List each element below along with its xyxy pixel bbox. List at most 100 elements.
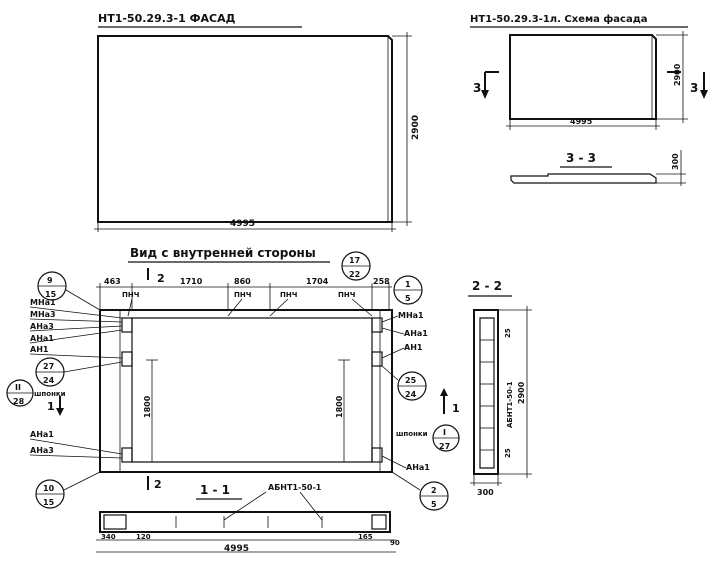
svg-text:25: 25 xyxy=(405,376,417,385)
inner-view-title: Вид с внутренней стороны xyxy=(130,246,316,260)
leader-line xyxy=(381,315,399,323)
scheme-cut-left-label: 3 xyxy=(473,81,481,95)
svg-text:5: 5 xyxy=(405,294,411,303)
arrow-up-icon xyxy=(440,388,448,396)
svg-text:22: 22 xyxy=(349,270,360,279)
cut-1-right-label: 1 xyxy=(452,402,460,415)
left-label-mna1: МНа1 xyxy=(30,298,56,307)
svg-text:24: 24 xyxy=(43,376,55,385)
callout-circle: 10 15 xyxy=(35,471,101,509)
leader-line xyxy=(29,325,123,332)
section-2-2-inner xyxy=(479,317,495,469)
svg-text:1: 1 xyxy=(405,280,411,289)
svg-text:10: 10 xyxy=(43,484,55,493)
pnch-leader xyxy=(351,298,373,317)
inner-dim-top-1: 463 xyxy=(104,277,121,286)
scheme-view: НТ1-50.29.3-1л. Схема фасада 4995 2900 3… xyxy=(470,13,708,130)
right-label-an1: АН1 xyxy=(404,343,423,352)
callout-circle: II 28 шпонки xyxy=(6,379,66,407)
callout-circle: 25 24 xyxy=(381,365,427,401)
left-bottom-label-ana3: АНа3 xyxy=(30,446,54,455)
svg-text:9: 9 xyxy=(47,276,53,285)
cut-2-top-label: 2 xyxy=(157,272,165,285)
callout-circle: 1 5 xyxy=(393,275,423,305)
facade-view: НТ1-50.29.3-1 ФАСАД 4995 2900 xyxy=(94,12,421,232)
pnch-label-2: ПНЧ xyxy=(234,291,252,299)
leader-line xyxy=(29,438,123,455)
section-3-3-title: 3 - 3 xyxy=(566,151,596,165)
inner-view: Вид с внутренней стороны 463 1710 860 17… xyxy=(6,246,460,511)
section-1-1-end-left xyxy=(103,514,127,530)
svg-text:28: 28 xyxy=(13,397,25,406)
svg-text:17: 17 xyxy=(349,256,360,265)
leader-line xyxy=(29,454,123,459)
section-1-1: 1 - 1 АБНТ1-50-1 340 120 165 90 4995 xyxy=(96,483,400,554)
right-label-mna1: МНа1 xyxy=(398,311,424,320)
callout-circle: I 27 xyxy=(432,424,460,452)
right-label-ana1: АНа1 xyxy=(404,329,428,338)
pocket-mid-right xyxy=(371,351,383,367)
svg-text:15: 15 xyxy=(45,290,57,299)
callout-circle: 17 22 xyxy=(341,251,371,281)
leader-line xyxy=(381,327,405,335)
section-1-1-dim-2: 120 xyxy=(136,533,151,541)
leader-line xyxy=(29,353,123,359)
cut-2-bottom-label: 2 xyxy=(154,478,162,491)
section-1-1-title: 1 - 1 xyxy=(200,483,230,497)
callout-circle: 27 24 xyxy=(35,357,123,387)
callout-circle: 2 5 xyxy=(391,471,449,511)
section-2-2-height-label: 2900 xyxy=(517,381,526,404)
leader-line xyxy=(29,318,123,323)
pnch-label-4: ПНЧ xyxy=(338,291,356,299)
section-2-2-label: АБНТ1-50-1 xyxy=(506,381,514,428)
facade-title: НТ1-50.29.3-1 ФАСАД xyxy=(98,12,236,25)
leader-line xyxy=(29,306,123,319)
section-1-1-dim-4: 90 xyxy=(390,539,400,547)
scheme-cut-right-label: 3 xyxy=(690,81,698,95)
section-3-3: 3 - 3 300 xyxy=(510,150,686,186)
cut-1-left-label: 1 xyxy=(47,400,55,413)
svg-text:I: I xyxy=(443,428,446,437)
left-label-ana3: АНа3 xyxy=(30,322,54,331)
scheme-height-label: 2900 xyxy=(673,63,682,86)
pocket-bottom-right xyxy=(371,447,383,463)
pnch-leader xyxy=(227,298,243,317)
left-label-an1: АН1 xyxy=(30,345,49,354)
inner-dim-top-2: 1710 xyxy=(180,277,203,286)
svg-text:5: 5 xyxy=(431,500,437,509)
pocket-bottom-left xyxy=(121,447,133,463)
svg-text:27: 27 xyxy=(43,362,54,371)
pocket-top-right xyxy=(371,317,383,333)
svg-text:27: 27 xyxy=(439,442,450,451)
leader-line xyxy=(381,455,407,469)
leader-line xyxy=(29,329,123,344)
scheme-title: НТ1-50.29.3-1л. Схема фасада xyxy=(470,13,648,25)
callout-circle: 9 15 xyxy=(37,271,101,311)
section-3-3-height-label: 300 xyxy=(671,153,680,170)
facade-panel-outline xyxy=(97,35,393,223)
facade-height-label: 2900 xyxy=(411,115,421,140)
inner-height-left-label: 1800 xyxy=(143,395,152,418)
svg-text:II: II xyxy=(15,383,21,392)
section-1-1-total-label: 4995 xyxy=(224,544,249,554)
section-1-1-end-right xyxy=(371,514,387,530)
section-2-2-title: 2 - 2 xyxy=(472,279,502,293)
section-2-2-dim-top: 25 xyxy=(504,328,512,338)
left-label-mna3: МНа3 xyxy=(30,310,56,319)
pnch-leader xyxy=(269,298,289,317)
svg-text:2: 2 xyxy=(431,486,437,495)
pnch-leader xyxy=(127,298,133,317)
inner-panel-outline xyxy=(99,309,393,473)
inner-height-right-label: 1800 xyxy=(335,395,344,418)
pocket-top-left xyxy=(121,317,133,333)
section-1-1-dim-3: 165 xyxy=(358,533,373,541)
right-label-shponki: шпонки xyxy=(396,430,428,438)
section-1-1-label: АБНТ1-50-1 xyxy=(268,483,322,492)
leader-line xyxy=(223,491,267,521)
section-2-2: 2 - 2 АБНТ1-50-1 25 25 2900 300 xyxy=(468,279,532,497)
left-shponki-label: шпонки xyxy=(34,390,66,398)
inner-dim-top-5: 258 xyxy=(373,277,390,286)
pocket-mid-left xyxy=(121,351,133,367)
